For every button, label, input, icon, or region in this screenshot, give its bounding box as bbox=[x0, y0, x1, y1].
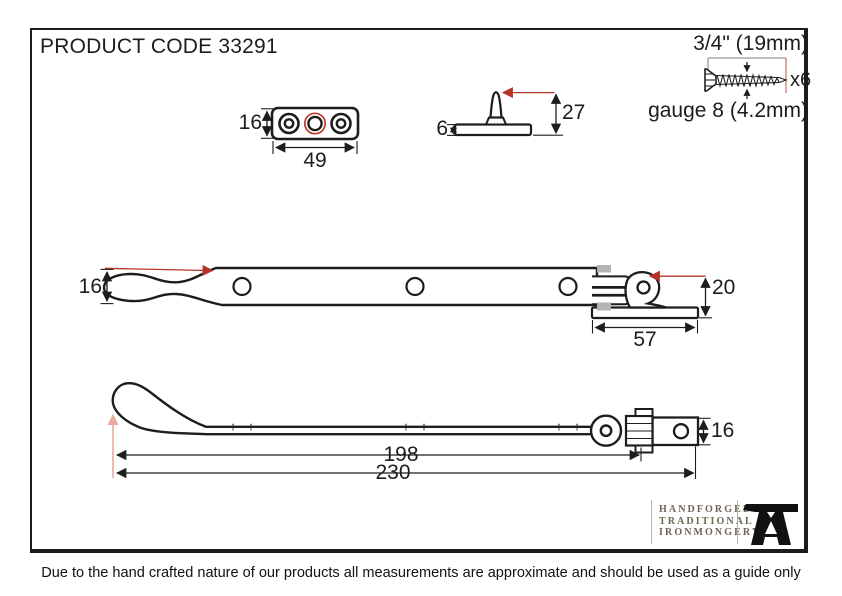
dim-overall-length: 230 bbox=[375, 461, 411, 484]
dim-pin-height: 27 bbox=[562, 101, 586, 124]
drawing-border bbox=[30, 28, 808, 553]
brand-line-1: HANDFORGED bbox=[659, 504, 753, 515]
hinge-pin-tab-bottom bbox=[597, 302, 611, 311]
anvil-logo-icon bbox=[743, 504, 798, 545]
brand-line-2: TRADITIONAL bbox=[659, 515, 754, 527]
screw-quantity-label: x6 bbox=[790, 69, 812, 91]
dim-plate-height: 16 bbox=[238, 111, 262, 134]
screw-thread bbox=[716, 72, 780, 89]
fork-top-prong bbox=[592, 275, 632, 288]
stay-side-view bbox=[107, 382, 711, 479]
brand-line-3: IRONMONGERY bbox=[659, 527, 762, 538]
handle-highlight-arrow bbox=[104, 264, 214, 276]
dim-plate-width: 49 bbox=[303, 149, 327, 172]
highlighted-pivot-hole bbox=[303, 112, 327, 135]
pin-side-view bbox=[447, 87, 563, 137]
logo-divider-right bbox=[737, 500, 738, 544]
dim-keep-height: 20 bbox=[712, 276, 736, 299]
logo-divider-left bbox=[651, 500, 652, 544]
screw-gauge-label: gauge 8 (4.2mm) bbox=[648, 99, 808, 122]
dim-arm-width: 16 bbox=[78, 275, 102, 298]
dim-end-plate-width: 16 bbox=[711, 419, 735, 442]
keep-plate-top-view bbox=[261, 106, 360, 154]
stay-top-view bbox=[100, 264, 712, 334]
hinge-pin-tab-top bbox=[597, 265, 611, 273]
dim-pin-plate-thickness: 6 bbox=[436, 117, 448, 140]
brand-text: HANDFORGED TRADITIONAL IRONMONGERY bbox=[659, 504, 762, 539]
dim-keep-length: 57 bbox=[633, 328, 657, 351]
stay-side-outline bbox=[111, 382, 594, 436]
screw-drawing bbox=[704, 57, 788, 99]
screw-length-label: 3/4" (19mm) bbox=[693, 32, 808, 55]
dim-length-to-pivot: 198 bbox=[383, 443, 419, 466]
measurement-disclaimer: Due to the hand crafted nature of our pr… bbox=[41, 564, 801, 581]
stay-arm-outline bbox=[102, 266, 599, 307]
product-code: PRODUCT CODE 33291 bbox=[40, 35, 278, 58]
